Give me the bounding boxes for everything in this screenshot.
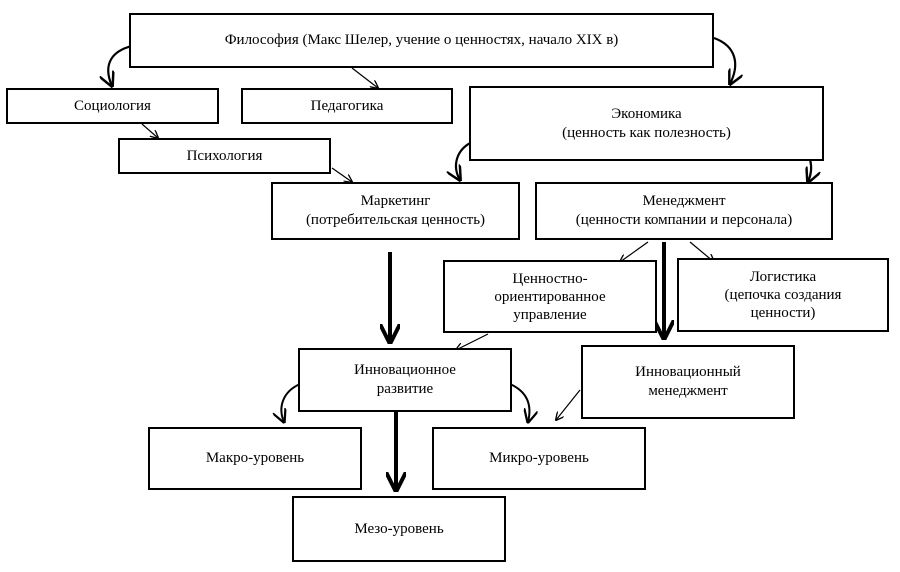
node-management: Менеджмент (ценности компании и персонал…: [535, 182, 833, 240]
node-logistics: Логистика (цепочка создания ценности): [677, 258, 889, 332]
node-psychology-label: Психология: [186, 147, 263, 164]
node-innov-mgmt-line2: менеджмент: [648, 383, 728, 399]
node-marketing: Маркетинг (потребительская ценность): [271, 182, 520, 240]
arrow-philosophy-pedagogy: [351, 67, 378, 88]
arrow-economics-marketing: [456, 141, 473, 180]
arrow-psychology-marketing: [331, 167, 352, 182]
node-marketing-title: Маркетинг: [360, 193, 431, 210]
node-economics: Экономика (ценность как полезность): [469, 86, 824, 161]
node-innov-dev-line2: развитие: [376, 381, 434, 397]
arrow-management-value-mgmt: [620, 241, 649, 262]
node-innovative-development: Инновационное развитие: [298, 348, 512, 412]
node-value-mgmt-line3: управление: [513, 306, 587, 323]
arrow-philosophy-economics: [713, 36, 735, 84]
node-economics-title: Экономика: [611, 105, 682, 122]
node-logistics-line3: ценности): [750, 305, 816, 321]
node-pedagogy: Педагогика: [241, 88, 453, 124]
node-macro-label: Макро-уровень: [205, 450, 305, 467]
node-value-mgmt-line2: ориентированное: [494, 288, 606, 305]
node-psychology: Психология: [118, 138, 331, 174]
node-sociology-label: Социология: [74, 97, 151, 114]
node-meso-level: Мезо-уровень: [292, 496, 506, 562]
arrow-innov-mgmt-micro: [556, 389, 581, 420]
node-micro-label: Микро-уровень: [489, 450, 589, 467]
node-value-oriented-management: Ценностно- ориентированное управление: [443, 260, 657, 333]
node-management-subtitle: (ценности компании и персонала): [575, 212, 793, 228]
node-value-mgmt-line1: Ценностно-: [512, 270, 588, 287]
node-sociology: Социология: [6, 88, 219, 124]
node-innov-mgmt-line1: Инновационный: [635, 364, 741, 381]
node-philosophy: Философия (Макс Шелер, учение о ценностя…: [129, 13, 714, 68]
node-pedagogy-label: Педагогика: [310, 97, 384, 114]
node-management-title: Менеджмент: [642, 193, 726, 210]
node-macro-level: Макро-уровень: [148, 427, 362, 490]
node-logistics-line1: Логистика: [749, 269, 817, 285]
node-innovation-management: Инновационный менеджмент: [581, 345, 795, 419]
arrow-innov-dev-macro: [281, 383, 301, 422]
node-marketing-subtitle: (потребительская ценность): [305, 212, 486, 228]
arrow-sociology-psychology: [141, 123, 158, 138]
node-logistics-line2: (цепочка создания: [724, 287, 842, 303]
node-micro-level: Микро-уровень: [432, 427, 646, 490]
node-meso-label: Мезо-уровень: [354, 520, 444, 537]
node-economics-subtitle: (ценность как полезность): [562, 124, 731, 141]
arrow-innov-dev-micro: [509, 383, 529, 422]
node-innov-dev-line1: Инновационное: [354, 362, 456, 379]
arrow-value-mgmt-innov-dev: [456, 333, 489, 350]
node-philosophy-label: Философия (Макс Шелер, учение о ценностя…: [224, 32, 619, 49]
arrow-philosophy-sociology: [108, 44, 133, 86]
